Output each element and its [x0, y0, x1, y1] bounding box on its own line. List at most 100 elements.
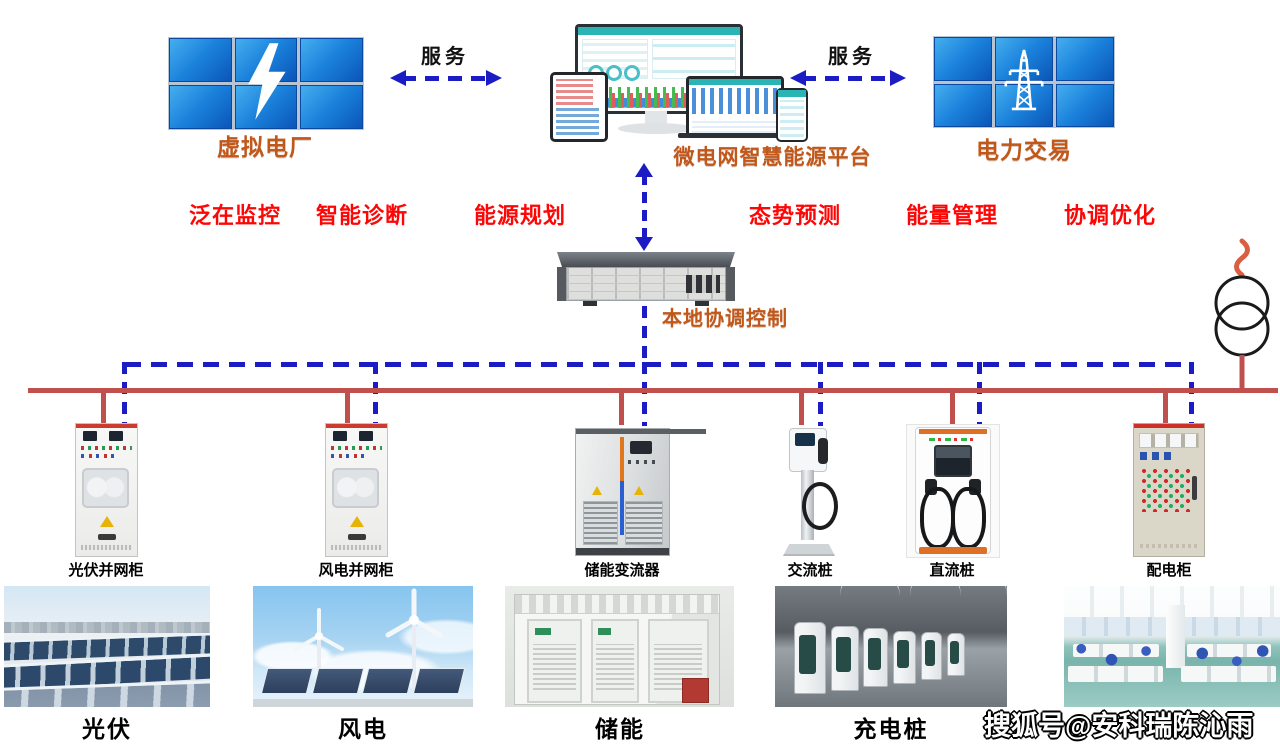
charger-pillar [893, 630, 917, 684]
platform-controller-arrow [634, 163, 654, 251]
device-label-distribution-cabinet: 配电柜 [1146, 562, 1192, 579]
cabinet-screen [333, 431, 347, 441]
converter-top-edge [576, 429, 706, 434]
container-door [527, 619, 583, 703]
virtual-plant-label: 虚拟电厂 [217, 134, 313, 160]
virtual-plant-video-wall [168, 37, 364, 130]
charger-pillar [946, 633, 965, 677]
converter-vent [625, 500, 663, 545]
door-label [535, 627, 551, 635]
monitor-base [618, 123, 694, 134]
photo-skyline [4, 622, 210, 634]
cabinet-leds [331, 446, 382, 450]
photo-storage-container [505, 586, 734, 707]
fire-equipment-box [681, 678, 709, 704]
cabinet-leds [81, 454, 117, 458]
cabinet-slot [347, 534, 366, 540]
arrow-up-head [635, 163, 653, 177]
converter-buttons [628, 460, 659, 464]
charging-cable [920, 487, 955, 549]
solar-panel [412, 668, 466, 695]
device-distribution-cabinet [1133, 423, 1205, 557]
solar-panel [361, 668, 415, 695]
comm-drop-storage [642, 362, 647, 426]
comm-drop-pv [122, 362, 127, 426]
device-label-ac-pile: 交流桩 [787, 562, 833, 579]
charger-pillar [830, 625, 860, 691]
controller-label: 本地协调控制 [662, 308, 788, 330]
server-front-panel [566, 267, 726, 301]
power-drop-dc-pile [950, 390, 955, 425]
tablet-screen [550, 72, 608, 142]
converter-stripe [619, 437, 624, 535]
device-ac-charging-pile [779, 428, 841, 556]
device-wind-grid-cabinet [325, 423, 388, 557]
wall-tile [934, 37, 992, 81]
photo-charging-station [775, 586, 1007, 707]
power-drop-pv [101, 390, 106, 425]
pile-top-band [919, 429, 987, 434]
device-label-pv-cabinet: 光伏并网柜 [68, 562, 144, 579]
device-dc-charging-pile [906, 424, 1000, 558]
cabinet-vent [1140, 544, 1198, 548]
power-drop-ac-pile [799, 390, 804, 425]
server-ports [686, 275, 720, 293]
capability-situation-forecast: 态势预测 [748, 203, 841, 228]
cabinet-window [332, 468, 379, 508]
capability-ubiquitous-monitoring: 泛在监控 [188, 203, 281, 228]
power-trading-label: 电力交易 [976, 137, 1072, 163]
cabinet-vent [331, 545, 382, 550]
server-rack-ear [726, 267, 735, 301]
warning-triangle-icon [591, 485, 602, 495]
cabinet-window [82, 468, 129, 508]
power-drop-storage [619, 390, 624, 425]
laptop-screen [686, 76, 784, 138]
cabinet-leds [81, 446, 132, 450]
wall-tile [1056, 83, 1114, 127]
pile-bottom-band [919, 547, 987, 554]
power-drop-wind [345, 390, 350, 425]
wind-turbine-icon [385, 588, 443, 687]
capability-energy-planning: 能源规划 [473, 203, 566, 228]
power-bus [28, 388, 1278, 393]
door-label [597, 627, 612, 635]
pile-screen [934, 445, 972, 477]
service-arrow-right [790, 70, 906, 86]
wall-tile [300, 38, 363, 82]
service-label-left: 服务 [421, 46, 469, 68]
photo-label-pv: 光伏 [82, 716, 132, 742]
container-door [590, 619, 640, 703]
cabinet-meters [1139, 433, 1199, 448]
comm-drop-dc-pile [977, 362, 982, 426]
communication-bus [125, 362, 1193, 367]
platform-label: 微电网智慧能源平台 [673, 146, 872, 169]
container-door [647, 619, 709, 703]
wind-turbine-icon [293, 607, 344, 686]
solar-panel [311, 668, 364, 695]
wall-tile [995, 37, 1053, 81]
capability-energy-management: 能量管理 [905, 203, 998, 228]
device-storage-converter [575, 428, 706, 556]
arrow-right-head [890, 70, 906, 86]
dashed-line [402, 76, 490, 81]
cabinet-top-strip [1134, 424, 1204, 428]
controller-comm-link [642, 306, 647, 364]
charging-cable [951, 487, 986, 549]
photo-factory-floor [1064, 586, 1280, 707]
watermark: 搜狐号@安科瑞陈沁雨 [984, 711, 1254, 741]
photo-pv-plant [4, 586, 210, 707]
dashboard-header [578, 27, 740, 35]
lightning-icon [239, 41, 293, 126]
dashboard-panel-right [652, 39, 736, 79]
server-rack-ear [557, 267, 566, 301]
photo-label-wind: 风电 [338, 716, 388, 742]
converter-vent [582, 500, 618, 545]
service-label-right: 服务 [828, 46, 876, 68]
transformer-icon [1205, 233, 1279, 393]
capability-intelligent-diagnosis: 智能诊断 [315, 203, 408, 228]
server-foot [695, 301, 709, 306]
factory-workers [1064, 636, 1280, 676]
phone-screen [776, 88, 808, 142]
cabinet-top-strip [326, 424, 387, 428]
cabinet-slot [97, 534, 116, 540]
